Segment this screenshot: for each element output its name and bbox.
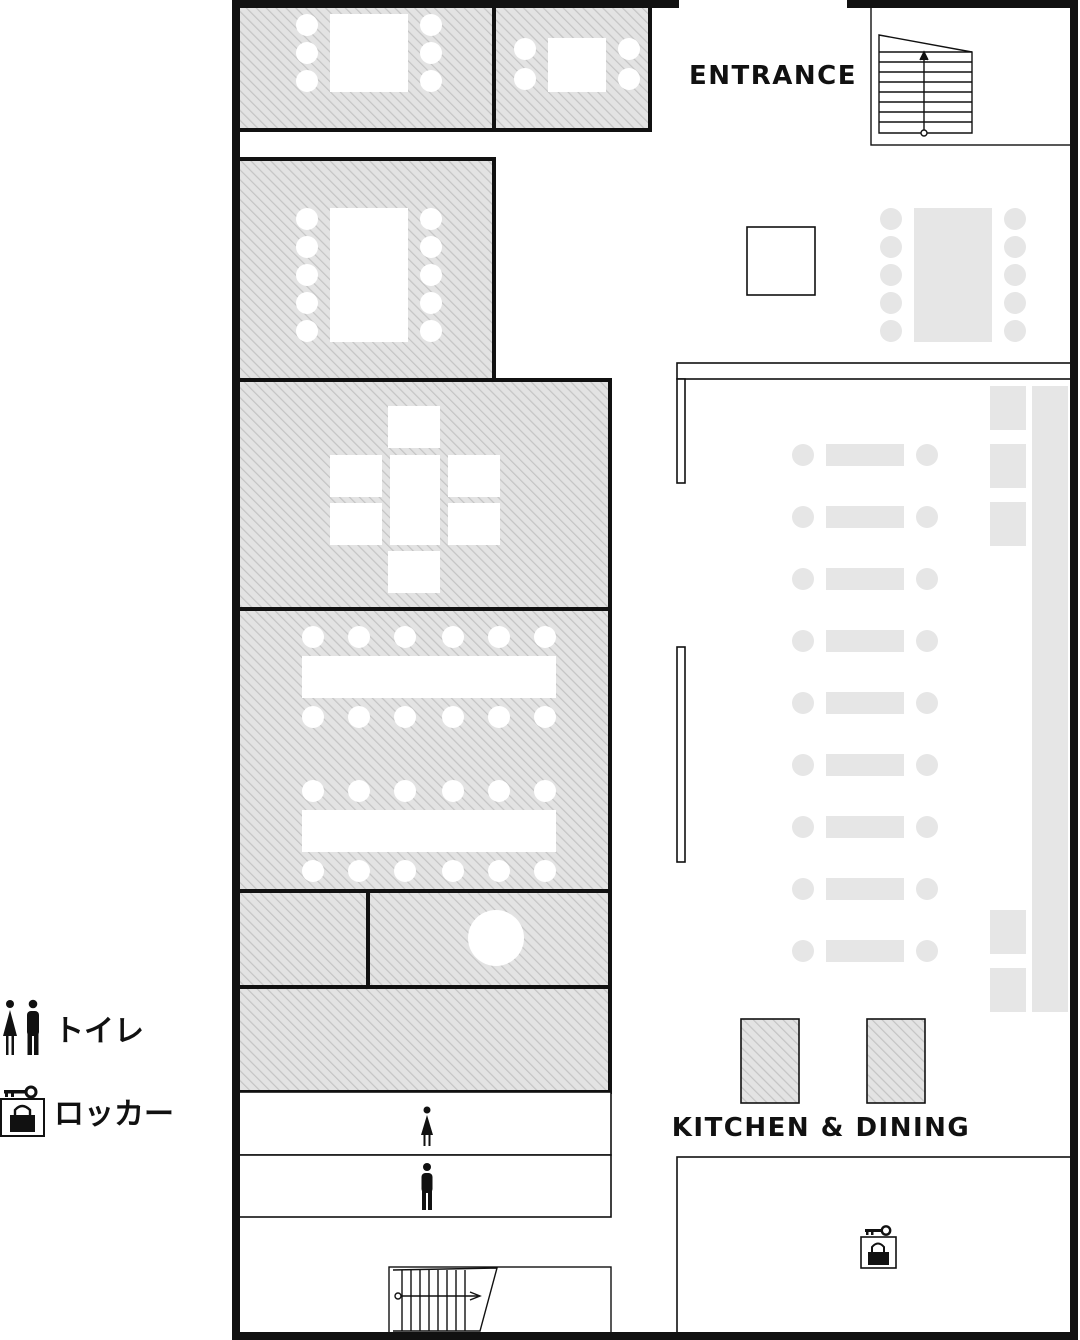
bottom-stairs <box>388 1266 612 1334</box>
kitchen-block-right <box>866 1018 926 1104</box>
toilet-area <box>237 1091 612 1218</box>
partitions <box>676 362 1074 863</box>
main-dining-furniture <box>792 208 1068 1012</box>
entrance-stairs <box>870 5 1074 146</box>
kitchen-block-left <box>740 1018 800 1104</box>
woman-icon <box>421 1106 433 1146</box>
toilet-icon <box>3 999 39 1055</box>
legend-locker-text: ロッカー <box>54 1097 174 1132</box>
entrance-label: ENTRANCE <box>689 61 857 91</box>
legend: トイレ ロッカー <box>0 999 174 1137</box>
man-icon <box>421 1163 433 1210</box>
locker-icon <box>860 1225 897 1269</box>
pillar <box>746 226 816 296</box>
kitchen-dining-label: KITCHEN & DINING <box>672 1113 971 1143</box>
legend-toilet-text: トイレ <box>54 1014 144 1049</box>
room-small-left <box>234 889 370 989</box>
private-room-furniture <box>296 14 640 966</box>
private-rooms <box>234 4 652 1094</box>
room-lower <box>234 985 612 1094</box>
legend-locker-icon <box>0 1085 45 1137</box>
outer-walls <box>232 0 1078 1340</box>
